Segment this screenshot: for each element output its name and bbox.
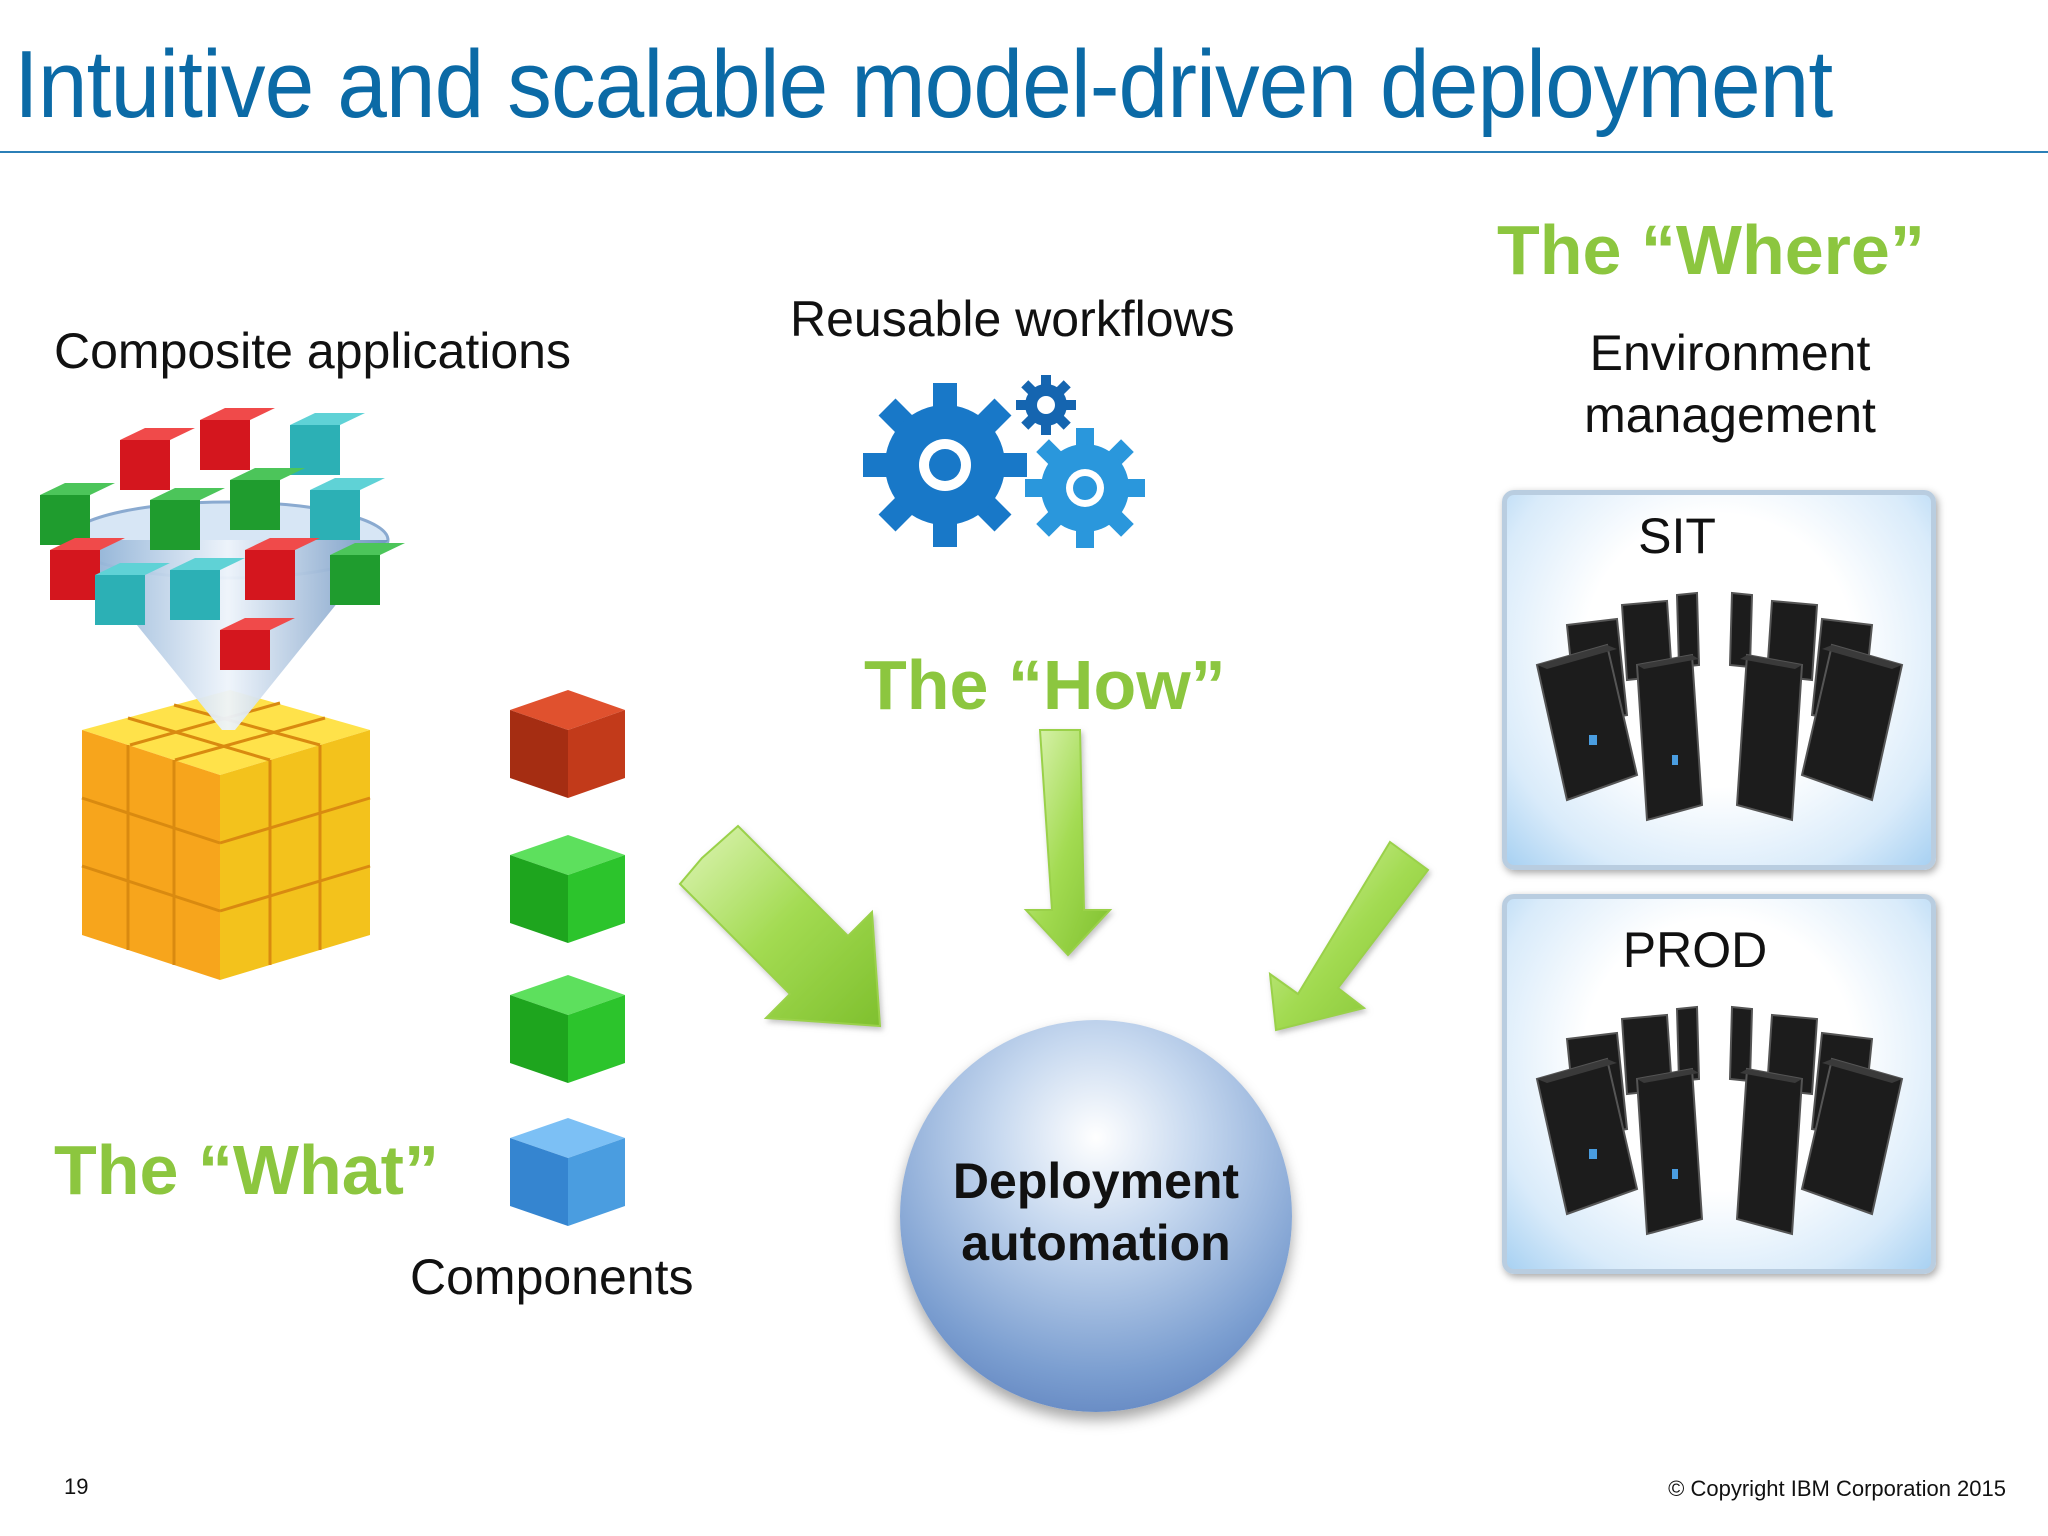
environment-box-sit: SIT — [1502, 490, 1936, 870]
composite-applications-label: Composite applications — [54, 323, 571, 379]
component-cube-blue — [510, 1118, 625, 1226]
page-number: 19 — [64, 1474, 89, 1499]
component-cube-red — [510, 690, 625, 798]
hub-line-2: automation — [961, 1215, 1231, 1271]
hub-line-1: Deployment — [952, 1153, 1240, 1209]
server-rack-icon — [1535, 1005, 1904, 1236]
reusable-workflows-label: Reusable workflows — [790, 291, 1235, 347]
funnel-cubes-icon — [40, 408, 405, 980]
copyright-notice: © Copyright IBM Corporation 2015 — [1668, 1476, 2006, 1501]
components-cubes-icon — [510, 690, 625, 1226]
env-mgmt-line-2: management — [1584, 387, 1876, 443]
slide-title: Intuitive and scalable model-driven depl… — [14, 31, 1833, 138]
environment-name: SIT — [1638, 508, 1716, 564]
server-rack-icon — [1535, 591, 1904, 822]
deployment-automation-label: Deployment automation — [900, 1150, 1292, 1274]
component-cube-green-2 — [510, 975, 625, 1083]
components-label: Components — [410, 1249, 694, 1305]
env-mgmt-line-1: Environment — [1589, 325, 1871, 381]
the-where-label: The “Where” — [1497, 211, 1925, 289]
gears-icon — [863, 375, 1145, 548]
environment-box-prod: PROD — [1502, 894, 1936, 1274]
deployment-automation-hub — [900, 1020, 1292, 1412]
right-arrow-icon — [1268, 840, 1430, 1032]
the-how-label: The “How” — [864, 646, 1226, 724]
the-what-label: The “What” — [54, 1131, 439, 1209]
title-divider — [0, 151, 2048, 153]
center-arrow-icon — [1023, 729, 1113, 957]
left-arrow-icon — [678, 824, 882, 1028]
environment-management-label: Environment management — [1520, 322, 1940, 446]
component-cube-green-1 — [510, 835, 625, 943]
environment-name: PROD — [1622, 922, 1768, 978]
